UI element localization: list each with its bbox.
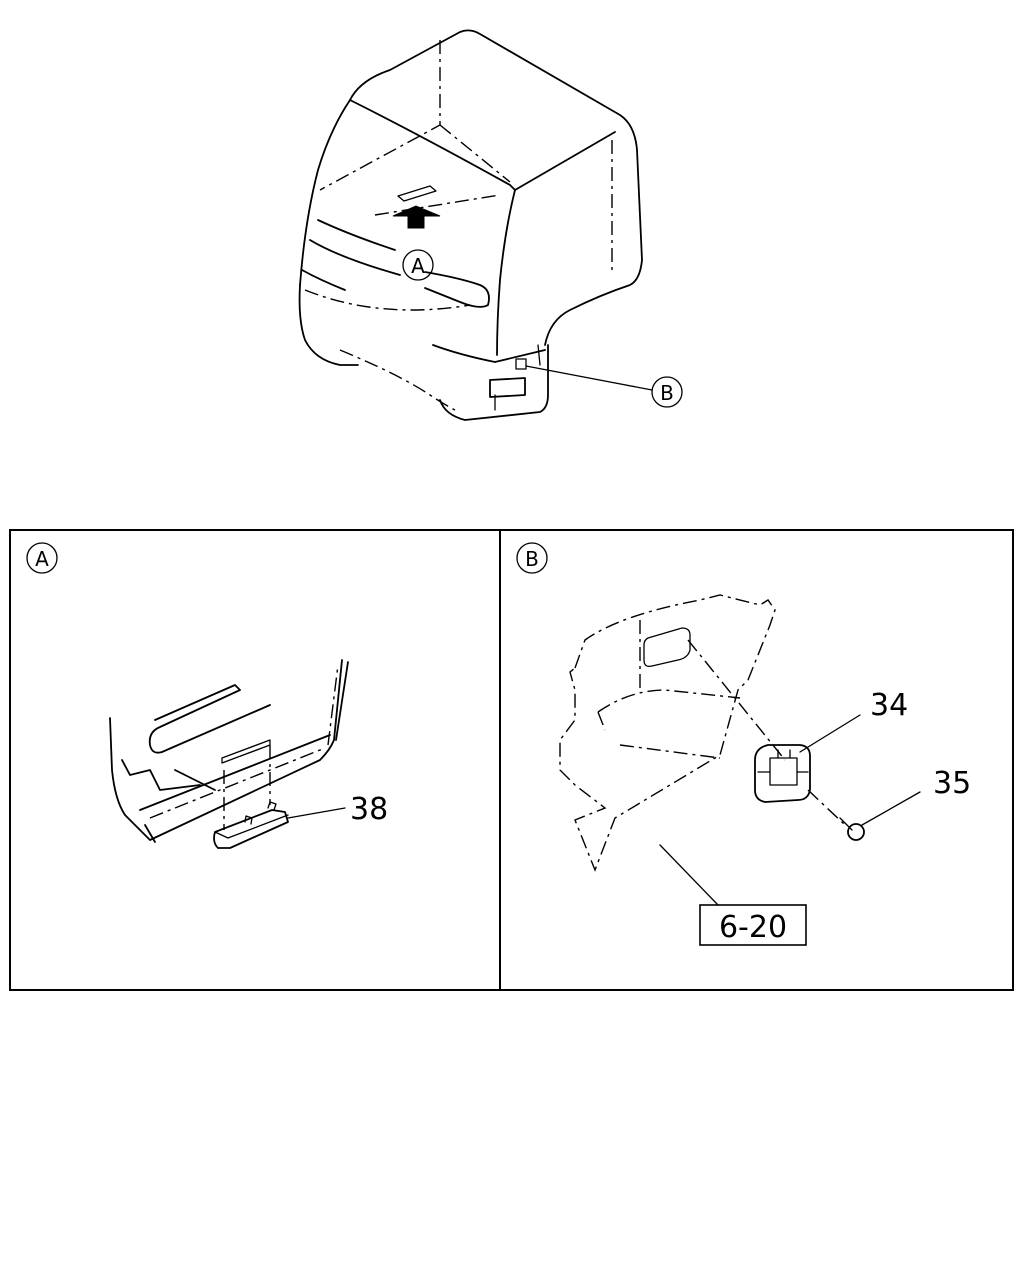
detail-panel-b: B 34 35 6-20: [516, 542, 971, 946]
part-34-label[interactable]: 34: [870, 688, 908, 723]
panel-b-badge-circle: [516, 542, 548, 574]
callout-a-label: A: [411, 254, 425, 278]
part-35-label[interactable]: 35: [933, 766, 971, 801]
panel-b-badge: B: [525, 547, 539, 571]
panel-a-badge-circle: [26, 542, 58, 574]
panel-a-badge: A: [35, 547, 49, 571]
ref-box-frame[interactable]: [699, 904, 807, 946]
callout-a-circle[interactable]: [402, 249, 434, 281]
callout-b-label: B: [660, 381, 674, 405]
callout-b-circle[interactable]: [651, 376, 683, 408]
detail-panel-a: A 38: [26, 542, 388, 849]
detail-frame: [9, 529, 1014, 991]
ref-box-label[interactable]: 6-20: [719, 910, 787, 945]
part-38-label[interactable]: 38: [350, 792, 388, 827]
cab-overview: A B: [298, 29, 683, 421]
